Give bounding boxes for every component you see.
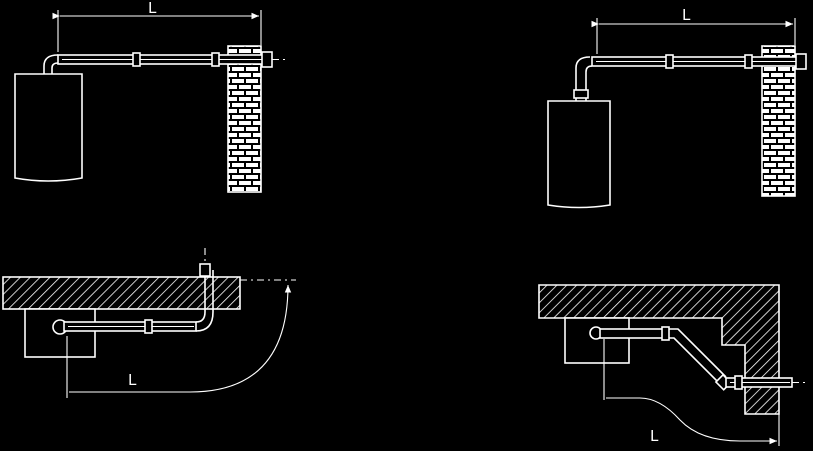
brick-wall-top-left: [227, 45, 262, 193]
top-left-view: L: [14, 0, 285, 193]
bottom-left-view: L: [2, 248, 296, 398]
boiler-bottom-right: [564, 317, 630, 364]
elbow-top-left: [43, 54, 59, 74]
dimension-label-bottom-right: L: [650, 427, 659, 445]
dimension-label-top-right: L: [682, 6, 691, 24]
bottom-right-view: L: [538, 284, 808, 446]
flue-pipe-bottom-right: [599, 328, 667, 339]
top-right-view: L: [547, 6, 807, 209]
boiler-top-right: [547, 100, 611, 209]
dimension-label-bottom-left: L: [128, 371, 137, 389]
brick-wall-top-right: [761, 45, 796, 197]
hatched-slab-bottom-left: [2, 276, 241, 310]
dimension-label-top-left: L: [148, 0, 157, 17]
boiler-top-left: [14, 73, 83, 182]
diagonal-pipe-bottom-right: [669, 328, 727, 383]
